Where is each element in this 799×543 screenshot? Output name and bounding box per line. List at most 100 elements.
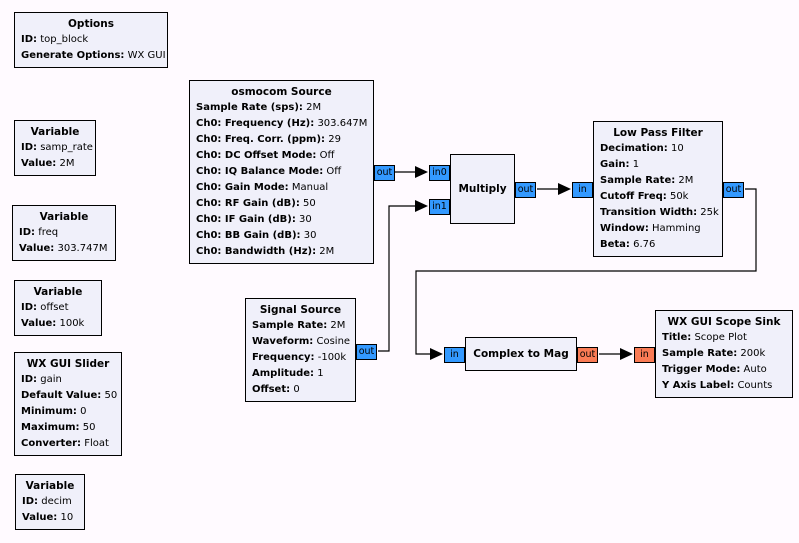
param-value: WX GUI [127, 50, 166, 61]
param-label: Value: [21, 318, 57, 329]
port-in[interactable]: in [572, 182, 593, 198]
param-row: Value: 2M [21, 156, 89, 172]
block-multiply[interactable]: Multiply in0 in1 out [429, 154, 536, 224]
param-label: Ch0: BB Gain (dB): [196, 230, 301, 241]
param-row: Waveform: Cosine [252, 334, 351, 350]
param-value: 25k [700, 207, 719, 218]
connection-complex-to-mag-to-scope[interactable] [599, 348, 633, 360]
param-value: 10 [671, 143, 684, 154]
param-label: Waveform: [252, 336, 314, 347]
param-value: decim [41, 496, 72, 507]
block-title: Multiply [458, 183, 507, 195]
param-label: Ch0: IQ Balance Mode: [196, 166, 324, 177]
block-variable-samp-rate[interactable]: Variable ID: samp_rate Value: 2M [14, 120, 96, 176]
param-value: gain [40, 374, 62, 385]
param-row: Frequency: -100k [252, 350, 349, 366]
param-value: offset [40, 302, 69, 313]
param-label: Value: [19, 243, 55, 254]
param-row: Generate Options: WX GUI [21, 48, 166, 64]
param-value: 30 [303, 230, 317, 241]
param-label: Trigger Mode: [662, 364, 741, 375]
param-row: Ch0: Bandwidth (Hz): 2M [196, 244, 367, 260]
param-row: Y Axis Label: Counts [662, 378, 786, 394]
block-osmocom-source[interactable]: osmocom Source Sample Rate (sps): 2M Ch0… [189, 80, 395, 264]
param-row: Ch0: IF Gain (dB): 30 [196, 212, 367, 228]
param-row: Minimum: 0 [21, 404, 115, 420]
block-variable-freq[interactable]: Variable ID: freq Value: 303.747M [12, 205, 116, 261]
param-value: 6.76 [633, 239, 656, 250]
param-row: ID: freq [19, 225, 109, 241]
param-label: Offset: [252, 384, 291, 395]
param-value: samp_rate [40, 142, 93, 153]
block-wx-gui-scope-sink[interactable]: WX GUI Scope Sink Title: Scope Plot Samp… [634, 310, 793, 398]
block-options[interactable]: Options ID: top_block Generate Options: … [14, 12, 168, 68]
param-row: Transition Width: 25k [600, 205, 719, 221]
block-title: Complex to Mag [473, 348, 569, 360]
param-label: Ch0: DC Offset Mode: [196, 150, 317, 161]
param-value: Off [326, 166, 342, 177]
param-row: Trigger Mode: Auto [662, 362, 786, 378]
param-label: Converter: [21, 438, 82, 449]
param-label: Default Value: [21, 390, 102, 401]
param-label: Ch0: RF Gain (dB): [196, 198, 300, 209]
param-row: Ch0: RF Gain (dB): 50 [196, 196, 367, 212]
block-wx-gui-slider[interactable]: WX GUI Slider ID: gain Default Value: 50… [14, 352, 122, 456]
param-label: ID: [21, 34, 38, 45]
param-label: Decimation: [600, 143, 668, 154]
param-row: Offset: 0 [252, 382, 349, 398]
block-complex-to-mag[interactable]: Complex to Mag in out [444, 337, 598, 371]
port-in0[interactable]: in0 [429, 165, 450, 181]
block-title: Options [68, 18, 114, 30]
param-label: Window: [600, 223, 649, 234]
param-value: freq [38, 227, 59, 238]
port-in[interactable]: in [444, 347, 465, 363]
port-out[interactable]: out [577, 347, 598, 363]
connection-lpf-to-complex-to-mag[interactable] [415, 188, 757, 360]
param-row: Ch0: Freq. Corr. (ppm): 29 [196, 132, 367, 148]
port-out[interactable]: out [515, 182, 536, 198]
port-out[interactable]: out [356, 344, 377, 360]
param-value: Cosine [316, 336, 351, 347]
block-title: Low Pass Filter [613, 127, 703, 139]
param-row: ID: offset [21, 300, 95, 316]
param-label: Transition Width: [600, 207, 698, 218]
param-row: Converter: Float [21, 436, 115, 452]
param-label: Sample Rate: [252, 320, 328, 331]
port-in1[interactable]: in1 [429, 199, 450, 215]
connection-multiply-to-lpf[interactable] [537, 183, 571, 195]
block-variable-decim[interactable]: Variable ID: decim Value: 10 [15, 474, 85, 530]
param-value: Float [84, 438, 109, 449]
param-label: Cutoff Freq: [600, 191, 667, 202]
param-value: -100k [317, 352, 347, 363]
block-low-pass-filter[interactable]: Low Pass Filter Decimation: 10 Gain: 1 S… [572, 121, 744, 257]
param-row: Title: Scope Plot [662, 330, 786, 346]
block-title: Variable [25, 480, 75, 492]
param-label: Beta: [600, 239, 630, 250]
param-row: Ch0: Frequency (Hz): 303.647M [196, 116, 367, 132]
param-row: ID: gain [21, 372, 115, 388]
param-row: Decimation: 10 [600, 141, 716, 157]
param-label: Value: [22, 512, 58, 523]
param-label: Ch0: Gain Mode: [196, 182, 289, 193]
param-value: 100k [59, 318, 85, 329]
param-label: Sample Rate (sps): [196, 102, 303, 113]
param-value: Counts [737, 380, 773, 391]
param-row: Ch0: DC Offset Mode: Off [196, 148, 367, 164]
param-value: 50 [82, 422, 96, 433]
param-value: 2M [330, 320, 346, 331]
port-in[interactable]: in [634, 347, 655, 363]
connection-osmocom-to-multiply-in0[interactable] [395, 166, 428, 178]
param-label: Ch0: Freq. Corr. (ppm): [196, 134, 326, 145]
param-value: 10 [60, 512, 74, 523]
connection-signal-source-to-multiply-in1[interactable] [378, 200, 428, 352]
port-out[interactable]: out [723, 182, 744, 198]
param-value: Auto [743, 364, 767, 375]
param-label: Maximum: [21, 422, 80, 433]
param-value: 0 [80, 406, 87, 417]
port-out[interactable]: out [374, 165, 395, 181]
block-signal-source[interactable]: Signal Source Sample Rate: 2M Waveform: … [245, 298, 377, 402]
block-variable-offset[interactable]: Variable ID: offset Value: 100k [14, 280, 102, 336]
param-value: 50 [104, 390, 118, 401]
param-value: 200k [740, 348, 766, 359]
